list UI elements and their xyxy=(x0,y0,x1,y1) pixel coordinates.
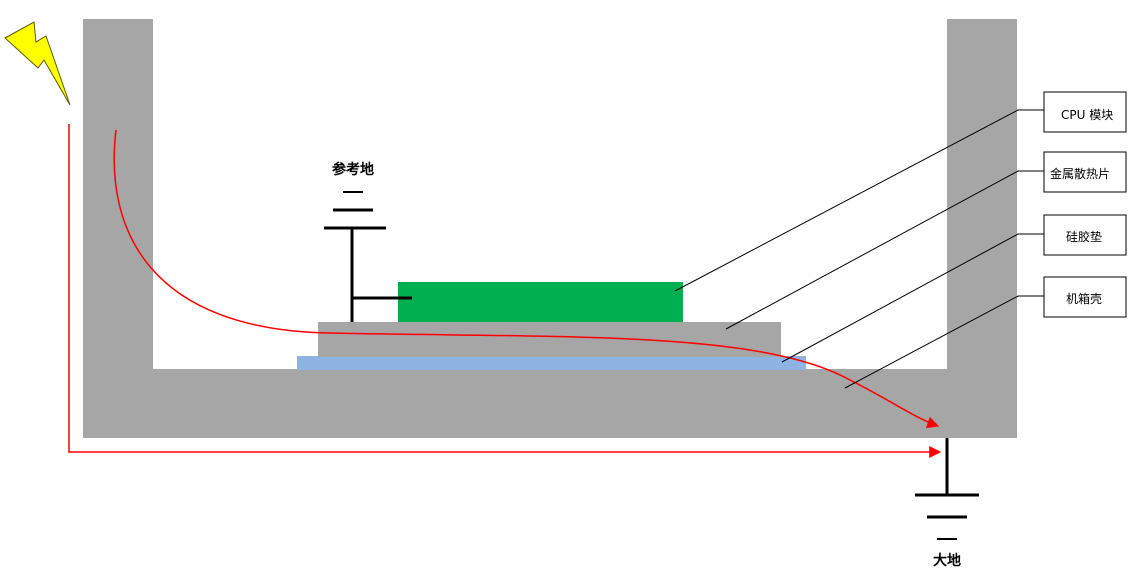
ground-symbol-icon xyxy=(915,493,979,540)
callout-cpu-module: CPU 模块 xyxy=(1043,91,1127,133)
leader-silicone-pad xyxy=(781,233,1044,363)
silicone-pad xyxy=(297,356,806,370)
cpu-module xyxy=(398,282,683,322)
callout-heat-sink: 金属散热片 xyxy=(1043,151,1127,193)
callout-leaders xyxy=(674,109,1044,389)
chassis-discharge-path xyxy=(113,129,940,429)
callout-label: CPU 模块 xyxy=(1061,108,1113,122)
reference-ground-label: 参考地 xyxy=(332,161,374,178)
leader-chassis xyxy=(844,295,1044,389)
chassis-right-wall xyxy=(947,19,1017,438)
metal-heat-sink xyxy=(318,322,781,357)
leader-cpu-module xyxy=(674,109,1044,292)
callout-chassis: 机箱壳 xyxy=(1043,276,1127,318)
chassis-floor xyxy=(83,369,1017,438)
callout-label: 硅胶垫 xyxy=(1066,229,1102,244)
chassis-left-wall xyxy=(83,19,153,438)
outer-discharge-path xyxy=(68,124,942,458)
leader-heat-sink xyxy=(725,170,1044,330)
callout-silicone-pad: 硅胶垫 xyxy=(1043,214,1127,256)
earth-ground-label: 大地 xyxy=(933,552,961,569)
earth-ground: 大地 xyxy=(915,438,979,569)
ground-symbol-icon xyxy=(324,191,386,230)
callout-label: 机箱壳 xyxy=(1066,291,1102,306)
chassis xyxy=(83,19,1017,438)
callout-label: 金属散热片 xyxy=(1050,166,1110,181)
lightning-bolt-icon xyxy=(4,21,71,106)
reference-ground: 参考地 xyxy=(324,161,412,322)
